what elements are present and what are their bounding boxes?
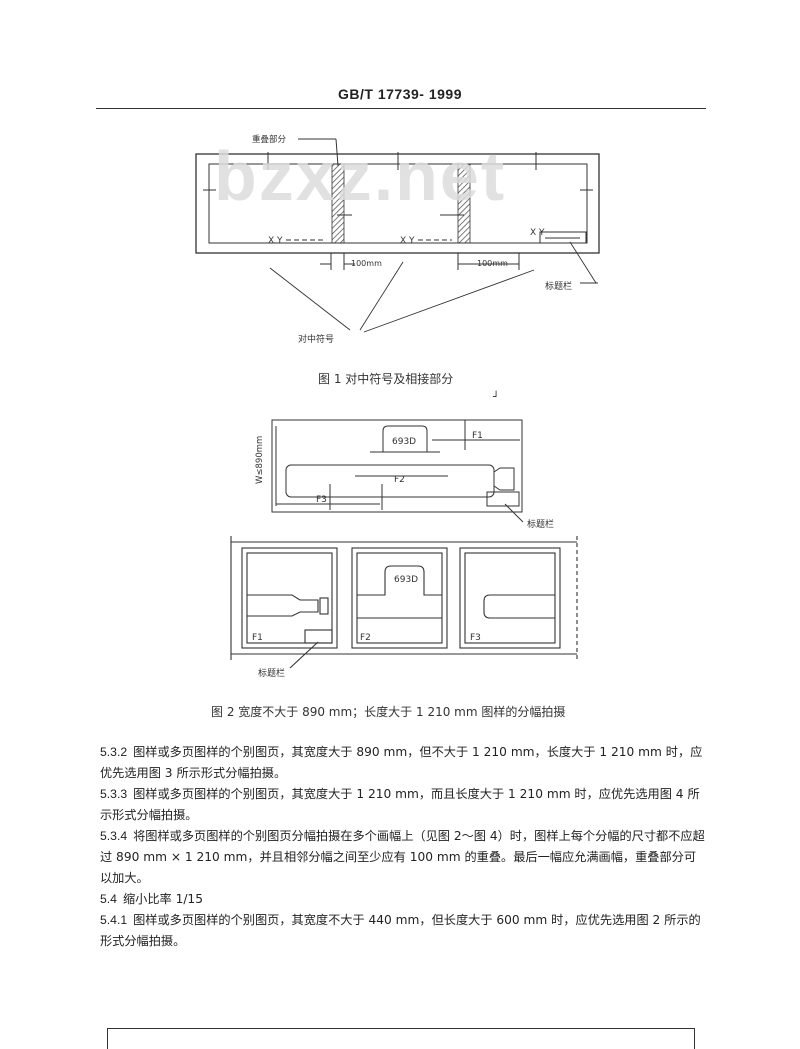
- paragraph-text: 图样或多页图样的个别图页，其宽度不大于 440 mm，但长度大于 600 mm …: [100, 913, 701, 948]
- fig2-label-width: W≤890mm: [255, 436, 265, 484]
- fig2-label-part-top: 693D: [392, 437, 416, 447]
- paragraph-number: 5.4.1: [100, 913, 128, 927]
- fig1-centering-marks: [203, 138, 593, 270]
- fig2-label-f3-bottom: F3: [470, 633, 481, 643]
- fig2-top-drawing: [271, 419, 524, 523]
- fig2-label-f3-top: F3: [316, 495, 327, 505]
- fig2-label-titleblock-bottom: 标题栏: [258, 667, 285, 679]
- fig1-label-titleblock: 标题栏: [545, 280, 572, 292]
- paragraph-number: 5.3.2: [100, 745, 128, 759]
- watermark: bzxz.net: [214, 137, 507, 215]
- fig1-label-marks: 对中符号: [298, 333, 334, 345]
- figure-1-caption: 图 1 对中符号及相接部分: [318, 372, 454, 386]
- paragraph-text: 图样或多页图样的个别图页，其宽度大于 890 mm，但不大于 1 210 mm，…: [100, 745, 703, 780]
- figure-2-caption: 图 2 宽度不大于 890 mm；长度大于 1 210 mm 图样的分幅拍摄: [211, 705, 566, 719]
- bottom-frame: [107, 1028, 695, 1049]
- fig1-leaders-titleblock: [569, 241, 598, 284]
- page-header-title: GB/T 17739- 1999: [338, 86, 462, 102]
- fig1-label-xy-1: X Y: [268, 236, 283, 246]
- paragraph-number: 5.3.4: [100, 829, 128, 843]
- header-rule: [96, 108, 706, 109]
- fig2-film-strip: [230, 536, 578, 669]
- fig1-label-overlap: 重叠部分: [252, 134, 287, 145]
- fig1-title-block: [539, 231, 587, 244]
- fig1-label-dim1: 100mm: [351, 259, 382, 268]
- fig1-leaders-marks: [269, 261, 535, 333]
- fig1-overlap-right: [457, 163, 471, 244]
- paragraph-number: 5.3.3: [100, 787, 128, 801]
- fig2-label-titleblock-top: 标题栏: [527, 518, 554, 530]
- paragraph-text: 将图样或多页图样的个别图页分幅拍摄在多个画幅上（见图 2～图 4）时，图样上每个…: [100, 829, 705, 885]
- figure-2-diagram: W≤890mm 693D F1 F2 F3 标题栏 693D F1 F2 F3 …: [230, 419, 578, 679]
- fig2-label-f2-bottom: F2: [360, 633, 371, 643]
- fig2-label-f1-top: F1: [472, 431, 483, 441]
- fig2-label-part-bottom: 693D: [394, 575, 418, 585]
- fig1-label-dim2: 100mm: [477, 259, 508, 268]
- corner-mark: ┘: [493, 392, 500, 403]
- paragraph-text: 缩小比率 1/15: [122, 892, 203, 906]
- heading-5-4: 5.4 缩小比率 1/15: [100, 889, 705, 910]
- fig2-label-f1-bottom: F1: [252, 633, 263, 643]
- figure-1-diagram: 重叠部分 X Y X Y X Y 100mm 100mm 标题栏 对中符号: [195, 134, 600, 345]
- paragraph-text: 图样或多页图样的个别图页，其宽度大于 1 210 mm，而且长度大于 1 210…: [100, 787, 700, 822]
- fig2-label-f2-top: F2: [394, 475, 405, 485]
- fig1-label-xy-3: X Y: [530, 228, 545, 238]
- paragraph-number: 5.4: [100, 892, 117, 906]
- fig1-label-xy-2: X Y: [400, 236, 415, 246]
